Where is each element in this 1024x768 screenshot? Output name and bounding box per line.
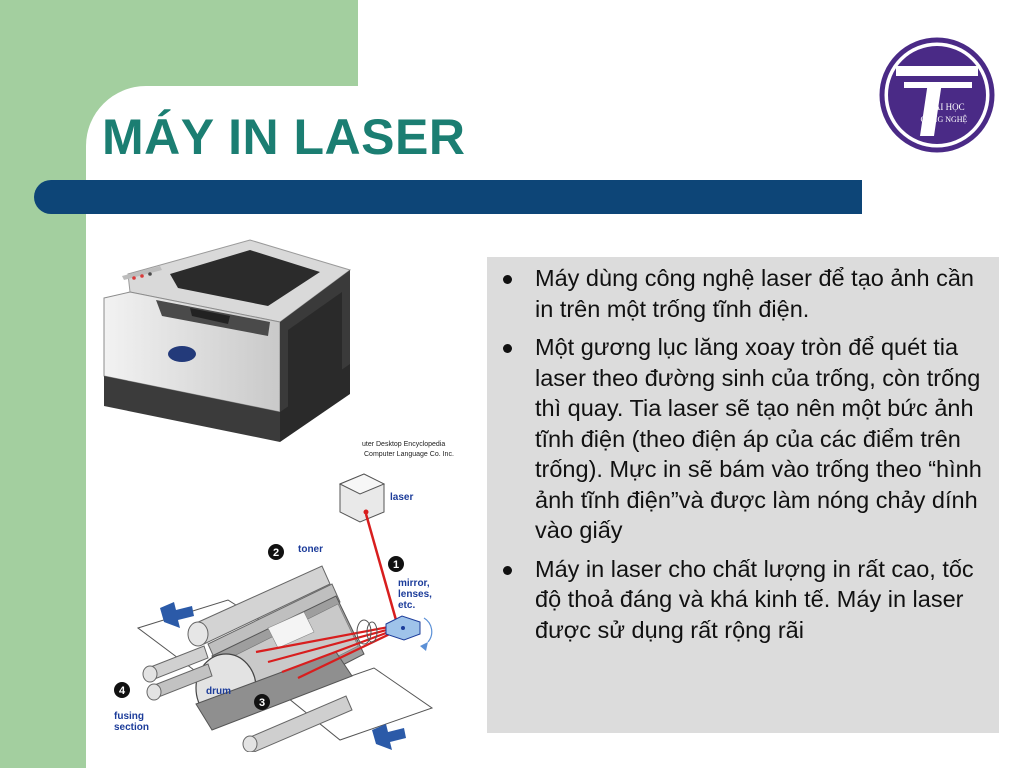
bullet-dot [503, 344, 512, 353]
step-marker-1 [388, 556, 404, 572]
svg-text:4: 4 [119, 685, 126, 697]
section-label: section [114, 722, 149, 733]
bullet-item: Máy dùng công nghệ laser để tạo ảnh cần … [501, 263, 989, 324]
mirror-label: mirror, [398, 578, 430, 589]
etc-label: etc. [398, 600, 415, 611]
svg-text:1: 1 [393, 559, 399, 571]
rotation-arrow [423, 617, 433, 643]
bullet-text: Một gương lục lăng xoay tròn để quét tia… [535, 334, 982, 543]
svg-text:3: 3 [259, 697, 265, 709]
laser-printing-process-diagram: uter Desktop Encyclopedia Computer Langu… [114, 441, 454, 752]
laser-printer-image [103, 239, 352, 442]
laser-unit [338, 473, 386, 523]
step-marker-2 [268, 544, 284, 560]
bullet-item: Một gương lục lăng xoay tròn để quét tia… [501, 332, 989, 546]
paper-in-arrow [160, 602, 194, 628]
bullet-text: Máy in laser cho chất lượng in rất cao, … [535, 555, 974, 643]
lenses-label: lenses, [398, 589, 432, 600]
lens [356, 619, 372, 645]
logo-text-line2: CÔNG NGHỆ [921, 114, 968, 124]
bullet-dot [503, 275, 512, 284]
bullet-text-panel: Máy dùng công nghệ laser để tạo ảnh cần … [487, 257, 999, 733]
green-side-strip [0, 0, 86, 768]
encyclopedia-credit-line2: Computer Language Co. Inc. [364, 451, 454, 458]
university-logo: ĐẠI HỌC CÔNG NGHỆ [879, 37, 995, 153]
title-underline-bar [34, 180, 862, 214]
laser-beam [364, 513, 398, 621]
encyclopedia-credit-line1: uter Desktop Encyclopedia [362, 441, 445, 448]
fusing-rollers [142, 645, 353, 752]
step-marker-3 [254, 694, 270, 710]
laser-label: laser [390, 492, 413, 503]
svg-text:2: 2 [273, 547, 279, 559]
bullet-item: Máy in laser cho chất lượng in rất cao, … [501, 554, 989, 646]
logo-text-line1: ĐẠI HỌC [927, 102, 964, 112]
fusing-label: fusing [114, 711, 144, 722]
bullet-text: Máy dùng công nghệ laser để tạo ảnh cần … [535, 265, 974, 322]
slide-title: MÁY IN LASER [102, 109, 466, 165]
paper-out-arrow [372, 724, 406, 750]
step-marker-4 [114, 682, 130, 698]
bullet-dot [503, 565, 512, 575]
drum-label: drum [206, 686, 231, 697]
bullet-list: Máy dùng công nghệ laser để tạo ảnh cần … [487, 257, 999, 645]
toner-label: toner [298, 544, 323, 555]
